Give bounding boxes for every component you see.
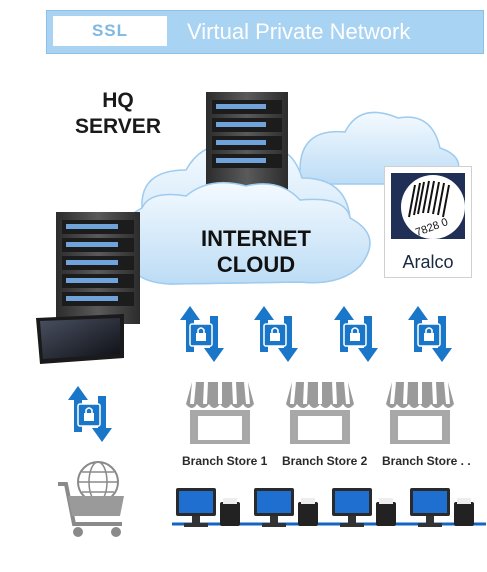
- server-icon: [56, 212, 140, 324]
- store-label-2: Branch Store 2: [282, 454, 368, 468]
- store-label-3: Branch Store . .: [382, 454, 471, 468]
- cloud-line1: INTERNET: [201, 226, 311, 251]
- aralco-brand-name: Aralco: [402, 252, 454, 272]
- hq-line1: HQ: [102, 89, 134, 112]
- vpn-banner: SSL Virtual Private Network: [46, 10, 484, 54]
- barcode-icon: 7828 0: [391, 173, 465, 239]
- vpn-title: Virtual Private Network: [187, 19, 411, 44]
- ssl-label: SSL: [53, 16, 167, 46]
- aralco-logo: 7828 0 Aralco: [384, 166, 472, 278]
- cloud-line2: CLOUD: [216, 252, 296, 277]
- monitor-icon: [36, 314, 124, 364]
- internet-cloud-label: INTERNET CLOUD: [170, 226, 342, 278]
- pos-terminal-icon: [176, 488, 474, 527]
- hq-line2: SERVER: [75, 115, 161, 138]
- store-icon: [184, 380, 456, 446]
- store-label-1: Branch Store 1: [182, 454, 268, 468]
- shopping-cart-icon: [58, 461, 124, 537]
- hq-server-label: HQ SERVER: [58, 88, 178, 140]
